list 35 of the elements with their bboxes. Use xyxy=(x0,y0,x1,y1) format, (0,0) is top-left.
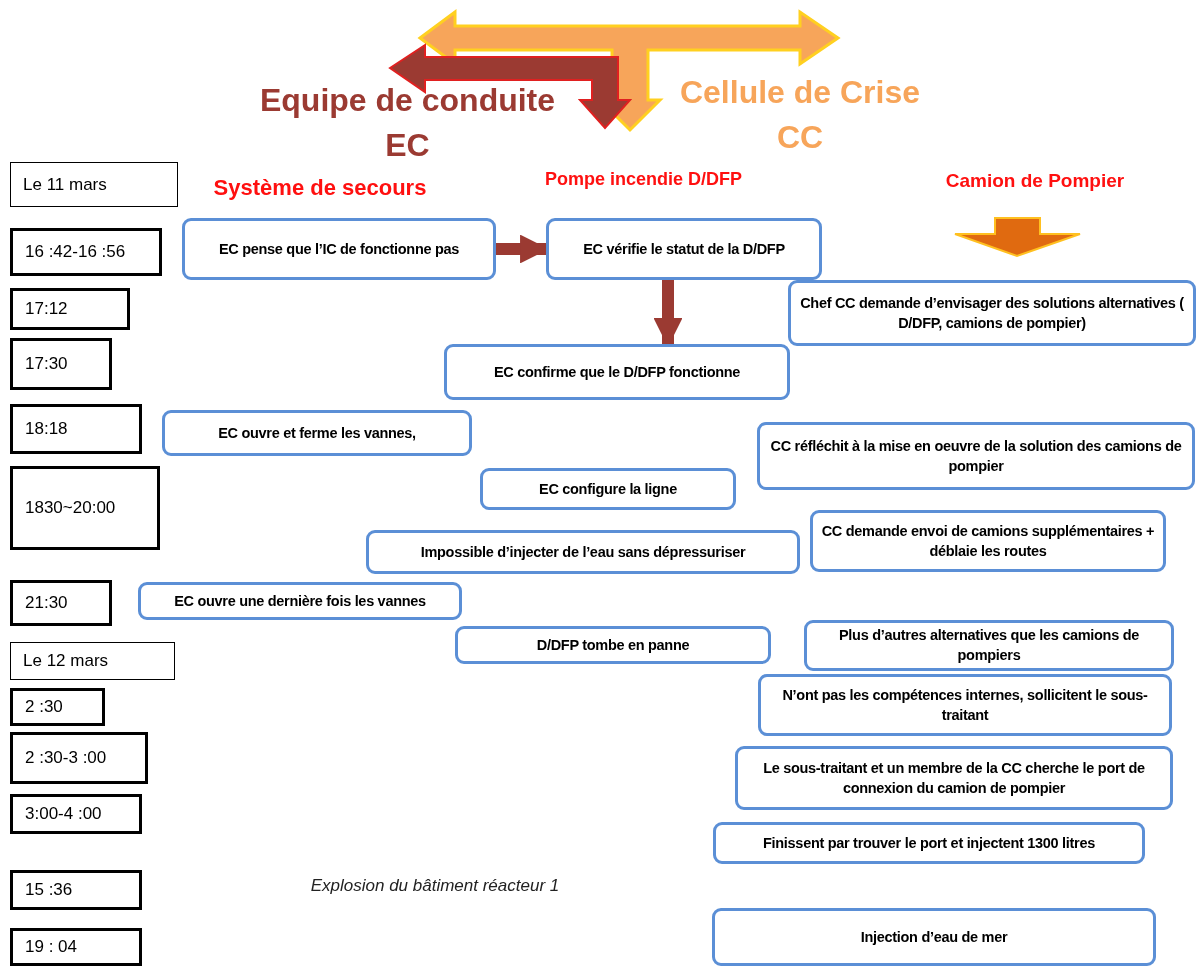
time-box: 17:30 xyxy=(10,338,112,390)
column-heading: Système de secours xyxy=(212,174,428,202)
time-box: 17:12 xyxy=(10,288,130,330)
event-box: EC ouvre une dernière fois les vannes xyxy=(138,582,462,620)
event-box: EC vérifie le statut de la D/DFP xyxy=(546,218,822,280)
event-box: Plus d’autres alternatives que les camions de pompiers xyxy=(804,620,1174,671)
time-box: 2 :30 xyxy=(10,688,105,726)
time-box: 19 : 04 xyxy=(10,928,142,966)
event-box: EC ouvre et ferme les vannes, xyxy=(162,410,472,456)
event-box: Impossible d’injecter de l’eau sans dépressuriser xyxy=(366,530,800,574)
event-box: Chef CC demande d’envisager des solutions alternatives ( D/DFP, camions de pompier) xyxy=(788,280,1196,346)
event-box: CC réfléchit à la mise en oeuvre de la solution des camions de pompier xyxy=(757,422,1195,490)
column-heading: Pompe incendie D/DFP xyxy=(545,168,744,191)
column-heading: Camion de Pompier xyxy=(944,169,1126,193)
team-heading: Cellule de Crise CC xyxy=(678,73,922,157)
event-box: Le sous-traitant et un membre de la CC cherche le port de connexion du camion de pompier xyxy=(735,746,1173,810)
time-box: Le 12 mars xyxy=(10,642,175,680)
event-box: N’ont pas les compétences internes, sollicitent le sous-traitant xyxy=(758,674,1172,736)
event-box: Finissent par trouver le port et injectent 1300 litres xyxy=(713,822,1145,864)
time-box: 18:18 xyxy=(10,404,142,454)
team-heading: Equipe de conduite EC xyxy=(258,81,557,165)
event-box: EC confirme que le D/DFP fonctionne xyxy=(444,344,790,400)
time-box: 1830~20:00 xyxy=(10,466,160,550)
event-note: Explosion du bâtiment réacteur 1 xyxy=(309,875,561,897)
time-box: Le 11 mars xyxy=(10,162,178,207)
time-box: 16 :42-16 :56 xyxy=(10,228,162,276)
time-box: 15 :36 xyxy=(10,870,142,910)
time-box: 2 :30-3 :00 xyxy=(10,732,148,784)
event-box: EC configure la ligne xyxy=(480,468,736,510)
event-box: EC pense que l’IC de fonctionne pas xyxy=(182,218,496,280)
event-box: Injection d’eau de mer xyxy=(712,908,1156,966)
event-box: D/DFP tombe en panne xyxy=(455,626,771,664)
time-box: 3:00-4 :00 xyxy=(10,794,142,834)
time-box: 21:30 xyxy=(10,580,112,626)
event-box: CC demande envoi de camions supplémentaires + déblaie les routes xyxy=(810,510,1166,572)
